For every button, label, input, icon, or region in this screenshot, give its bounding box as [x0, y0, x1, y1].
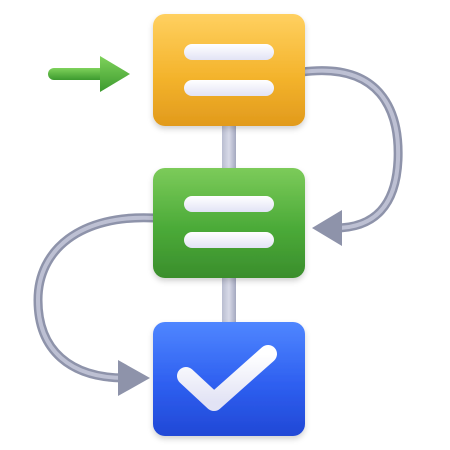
entry-arrow-icon	[48, 56, 130, 92]
checkmark-icon	[177, 345, 277, 411]
text-line-bar	[184, 196, 274, 212]
connector-vertical-bottom	[222, 272, 236, 330]
step-box-yellow	[153, 14, 305, 126]
step-box-green	[153, 168, 305, 278]
arrowhead-right-icon	[312, 210, 342, 246]
connector-vertical-top	[222, 118, 236, 176]
arrowhead-left-icon	[118, 360, 150, 396]
step-box-blue	[153, 322, 305, 436]
text-line-bar	[184, 232, 274, 248]
text-line-bar	[184, 44, 274, 60]
text-line-bar	[184, 80, 274, 96]
